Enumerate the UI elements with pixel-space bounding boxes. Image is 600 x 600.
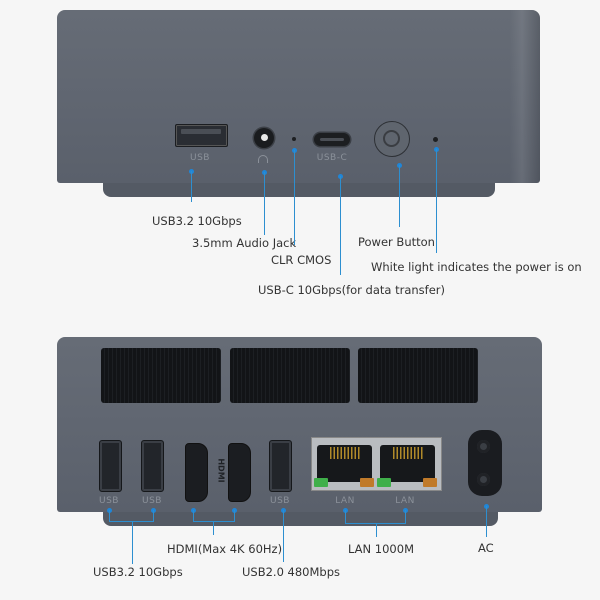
hdmi-port-2 — [228, 443, 251, 502]
clr-cmos-hole — [292, 137, 296, 141]
lan-port-1 — [317, 445, 372, 482]
leader-line — [486, 506, 488, 537]
callout-ac: AC — [478, 541, 494, 555]
lan-led-green-1 — [314, 478, 328, 487]
vent-left — [101, 348, 221, 403]
power-led — [433, 137, 438, 142]
ac-power-inlet — [468, 430, 502, 496]
callout-front-usb32: USB3.2 10Gbps — [152, 214, 242, 228]
leader-line — [376, 523, 378, 537]
leader-line — [264, 172, 266, 235]
vent-right — [358, 348, 478, 403]
leader-line — [294, 150, 296, 245]
rear-chassis-base — [103, 512, 498, 526]
audio-jack — [254, 128, 274, 148]
leader-line — [132, 521, 134, 564]
callout-power-light: White light indicates the power is on — [371, 260, 582, 274]
leader-line — [193, 510, 195, 521]
usb-c-label: USB-C — [316, 153, 348, 163]
vent-center — [230, 348, 350, 403]
rear-usb-label-3: USB — [270, 496, 290, 506]
leader-line — [153, 510, 155, 521]
callout-audio-jack: 3.5mm Audio Jack — [192, 236, 297, 250]
leader-line — [399, 165, 401, 227]
rear-usb2-port — [269, 440, 292, 492]
lan-label-1: LAN — [335, 496, 355, 506]
leader-line — [234, 510, 236, 521]
hdmi-logo: HDMI — [216, 458, 226, 483]
callout-usb20: USB2.0 480Mbps — [242, 565, 341, 579]
callout-hdmi: HDMI(Max 4K 60Hz) — [167, 542, 283, 556]
leader-line — [283, 510, 285, 562]
leader-line — [405, 510, 407, 523]
callout-clr-cmos: CLR CMOS — [271, 253, 332, 267]
rear-usb-port-1 — [99, 440, 122, 492]
lan-led-orange-1 — [360, 478, 374, 487]
lan-led-green-2 — [377, 478, 391, 487]
lan-led-orange-2 — [423, 478, 437, 487]
leader-line — [191, 171, 193, 202]
lan-port-block — [311, 437, 442, 491]
front-chassis — [57, 10, 540, 183]
front-usb-a-port — [175, 124, 228, 147]
usb-c-port — [314, 133, 350, 146]
rear-usb-label-1: USB — [99, 496, 119, 506]
hdmi-port-1 — [185, 443, 208, 502]
leader-line — [213, 521, 215, 535]
leader-line — [109, 510, 111, 521]
leader-line — [109, 521, 154, 523]
front-usb-label: USB — [190, 153, 210, 163]
front-chassis-base — [103, 183, 495, 197]
leader-line — [345, 523, 406, 525]
lan-label-2: LAN — [395, 496, 415, 506]
callout-power-button: Power Button — [358, 235, 435, 249]
callout-lan: LAN 1000M — [348, 542, 414, 556]
leader-line — [345, 510, 347, 523]
rear-usb-port-2 — [141, 440, 164, 492]
callout-rear-usb32: USB3.2 10Gbps — [93, 565, 183, 579]
callout-usb-c: USB-C 10Gbps(for data transfer) — [258, 283, 445, 297]
leader-line — [340, 176, 342, 275]
leader-line — [436, 149, 438, 253]
power-button[interactable] — [374, 121, 410, 157]
rear-usb-label-2: USB — [142, 496, 162, 506]
lan-port-2 — [380, 445, 435, 482]
headphone-icon — [258, 155, 268, 163]
